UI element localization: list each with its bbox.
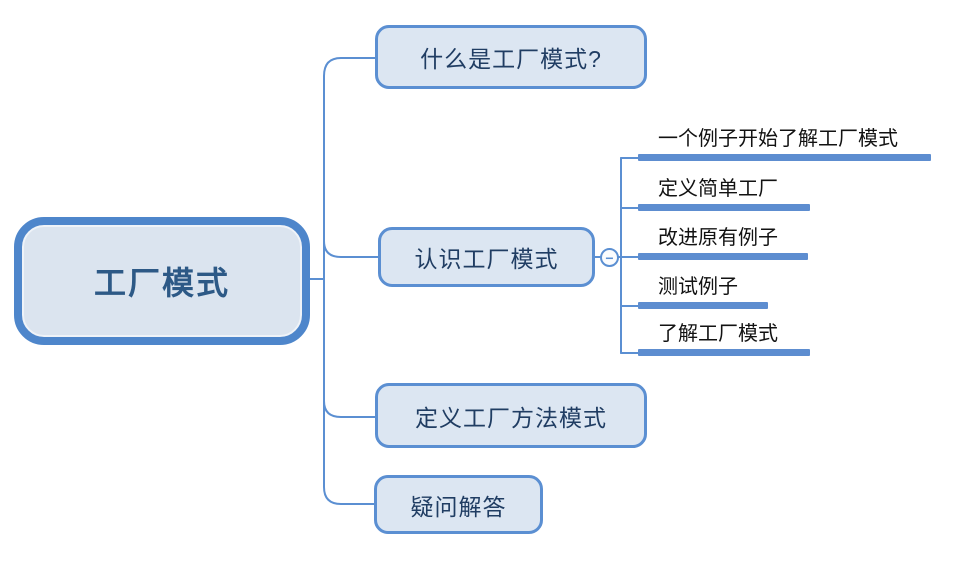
topic-what-is-factory-pattern[interactable]: 什么是工厂模式? bbox=[375, 25, 647, 89]
root-topic[interactable]: 工厂模式 bbox=[14, 217, 310, 345]
topic-label: 疑问解答 bbox=[410, 493, 507, 520]
subtopic-label: 改进原有例子 bbox=[658, 227, 778, 249]
subtopic-example-intro[interactable]: 一个例子开始了解工厂模式 bbox=[638, 127, 931, 161]
subtopic-label: 一个例子开始了解工厂模式 bbox=[658, 128, 898, 150]
subtopic-label: 了解工厂模式 bbox=[658, 323, 778, 345]
subtopic-underline bbox=[638, 204, 810, 211]
topic-label: 定义工厂方法模式 bbox=[415, 404, 607, 431]
topic-label: 认识工厂模式 bbox=[414, 246, 559, 272]
subtopic-label: 测试例子 bbox=[658, 276, 738, 298]
topic-label: 什么是工厂模式? bbox=[420, 46, 602, 72]
subtopic-underline bbox=[638, 154, 931, 161]
edge-branch-c bbox=[323, 400, 377, 418]
subtopic-underline bbox=[638, 349, 810, 356]
topic-define-factory-method[interactable]: 定义工厂方法模式 bbox=[375, 383, 647, 448]
subtopic-test-example[interactable]: 测试例子 bbox=[638, 275, 768, 309]
subtopic-improve-example[interactable]: 改进原有例子 bbox=[638, 226, 808, 260]
subtopic-define-simple-factory[interactable]: 定义简单工厂 bbox=[638, 177, 810, 211]
topic-know-factory-pattern[interactable]: 认识工厂模式 bbox=[378, 227, 595, 287]
subtopic-underline bbox=[638, 302, 768, 309]
subtopic-label: 定义简单工厂 bbox=[658, 178, 778, 200]
edge-branch-b bbox=[323, 240, 380, 258]
root-topic-label: 工厂模式 bbox=[93, 265, 230, 301]
edge-trunk-left bbox=[323, 57, 376, 505]
subtopic-understand-factory[interactable]: 了解工厂模式 bbox=[638, 322, 810, 356]
collapse-minus-icon[interactable]: − bbox=[600, 248, 619, 267]
collapse-glyph: − bbox=[605, 249, 614, 266]
topic-qa[interactable]: 疑问解答 bbox=[374, 475, 543, 534]
subtopic-underline bbox=[638, 253, 808, 260]
